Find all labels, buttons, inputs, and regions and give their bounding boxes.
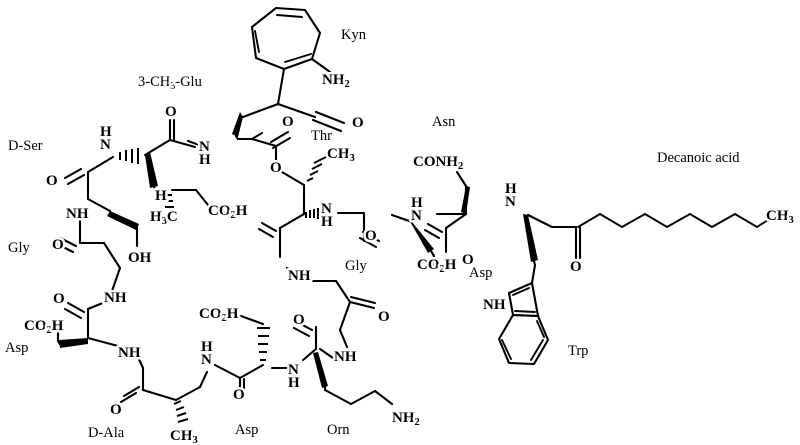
atom-co2h-asp-bottom: CO2H bbox=[199, 306, 239, 324]
atom-o-gly-mid-amide: O bbox=[365, 228, 377, 244]
thr-methyl-hash bbox=[306, 156, 327, 182]
atom-nh-ser: NH bbox=[66, 206, 89, 222]
thr-residue bbox=[257, 156, 327, 259]
atom-n-glu: N bbox=[199, 139, 210, 155]
atom-co2h-asp-left: CO2H bbox=[24, 318, 64, 336]
atom-n-asp-bottom: N bbox=[288, 362, 299, 378]
atom-o-gly-left: O bbox=[52, 237, 64, 253]
ester-carbonyl-group bbox=[250, 130, 292, 162]
atom-ch3-decanoic: CH3 bbox=[766, 208, 794, 226]
atom-oh-ser: OH bbox=[128, 250, 152, 266]
orn-residue bbox=[292, 320, 394, 406]
atom-o-ser: O bbox=[46, 173, 58, 189]
thr-alpha-nitrogen-hash bbox=[305, 208, 319, 219]
atom-nh-indole: NH bbox=[483, 297, 506, 313]
atom-nh2-kyn: NH2 bbox=[322, 72, 350, 90]
label-gly-left: Gly bbox=[8, 240, 31, 256]
label-kyn: Kyn bbox=[341, 27, 367, 43]
atom-o-ester: O bbox=[282, 114, 294, 130]
asn-residue bbox=[423, 170, 470, 254]
atom-o-ester-link: O bbox=[270, 160, 282, 176]
atom-o-orn-carbonyl: O bbox=[293, 312, 305, 328]
atom-h-dala: H bbox=[201, 339, 213, 355]
atom-h-asp-bottom: H bbox=[288, 375, 300, 391]
atom-o-glu-carbonyl: O bbox=[165, 104, 177, 120]
atom-o-gly-mid-carbonyl: O bbox=[378, 309, 390, 325]
decanoyl-amide-group bbox=[550, 225, 582, 260]
atom-o-asp-bottom: O bbox=[233, 387, 245, 403]
kyn-ketone-group bbox=[276, 67, 346, 133]
glu-beta-methyl-hash bbox=[165, 194, 174, 208]
label-asp-right: Asp bbox=[469, 265, 492, 281]
gly-left-residue bbox=[55, 236, 122, 293]
decanoic-acid-chain bbox=[577, 212, 769, 229]
label-d-ser: D-Ser bbox=[8, 138, 43, 154]
atom-o-asp-right: O bbox=[462, 252, 474, 268]
kyn-aromatic-ring bbox=[250, 6, 322, 71]
atom-n-thr: N bbox=[321, 201, 332, 217]
asp-bottom-residue bbox=[213, 314, 292, 390]
atom-h3c-glu: H3C bbox=[150, 209, 178, 227]
label-asp-left: Asp bbox=[5, 340, 28, 356]
orn-nh-link bbox=[338, 328, 349, 349]
ester-oxygen-bond bbox=[280, 170, 306, 187]
asp-right-residue bbox=[390, 213, 436, 270]
atom-nh-asp-left: NH bbox=[118, 345, 141, 361]
atom-ch3-thr: CH3 bbox=[327, 146, 355, 164]
atom-n-ser: N bbox=[100, 137, 111, 153]
d-ser-residue bbox=[63, 139, 204, 248]
atom-o-asp-left: O bbox=[53, 291, 65, 307]
label-asn: Asn bbox=[432, 114, 456, 130]
atom-n-dala: N bbox=[201, 352, 212, 368]
label-trp: Trp bbox=[568, 343, 588, 359]
kyn-alpha-carbon-bonds bbox=[232, 102, 280, 141]
glu-alpha-hash bbox=[119, 148, 139, 164]
atom-ch3-dala: CH3 bbox=[170, 428, 198, 445]
atom-n-asn: N bbox=[411, 208, 422, 224]
asp-left-residue bbox=[56, 298, 145, 404]
trp-residue bbox=[523, 213, 554, 285]
label-asp-bottom: Asp bbox=[235, 422, 258, 438]
label-thr: Thr bbox=[311, 128, 332, 144]
atom-o-kyn-ketone: O bbox=[352, 115, 364, 131]
atom-h-trp: H bbox=[505, 181, 517, 197]
kyn-amine-bond bbox=[310, 57, 332, 74]
trp-indole-benzene bbox=[497, 313, 550, 366]
d-ala-methyl-hash bbox=[173, 400, 189, 423]
atom-conh2-asn: CONH2 bbox=[413, 154, 463, 172]
ch3-glu-residue bbox=[143, 118, 210, 208]
atom-co2h-asp-right: CO2H bbox=[417, 257, 457, 275]
label-gly-mid: Gly bbox=[345, 258, 368, 274]
atom-h-ser: H bbox=[100, 124, 112, 140]
label-ch3-glu: 3-CH3-Glu bbox=[138, 74, 202, 92]
gly-mid-residue bbox=[285, 211, 381, 332]
atom-h-thr: H bbox=[321, 214, 333, 230]
atom-co2h-glu: CO2H bbox=[208, 203, 248, 221]
atom-nh-gly-left: NH bbox=[104, 290, 127, 306]
label-orn: Orn bbox=[327, 422, 350, 438]
atom-h-asn: H bbox=[411, 195, 423, 211]
atom-nh-orn: NH bbox=[334, 349, 357, 365]
atom-h-glu: H bbox=[199, 152, 211, 168]
label-d-ala: D-Ala bbox=[88, 425, 125, 441]
atom-n-trp: N bbox=[505, 194, 516, 210]
atom-h-glu-stereo: H bbox=[155, 188, 167, 204]
atom-nh-gly-mid: NH bbox=[288, 268, 311, 284]
asp-bottom-hash bbox=[257, 327, 270, 361]
d-ala-residue bbox=[141, 370, 209, 423]
atom-nh2-orn: NH2 bbox=[392, 410, 420, 428]
atom-o-dala: O bbox=[110, 402, 122, 418]
atom-o-decanoyl: O bbox=[570, 259, 582, 275]
label-decanoic-acid: Decanoic acid bbox=[657, 150, 740, 166]
